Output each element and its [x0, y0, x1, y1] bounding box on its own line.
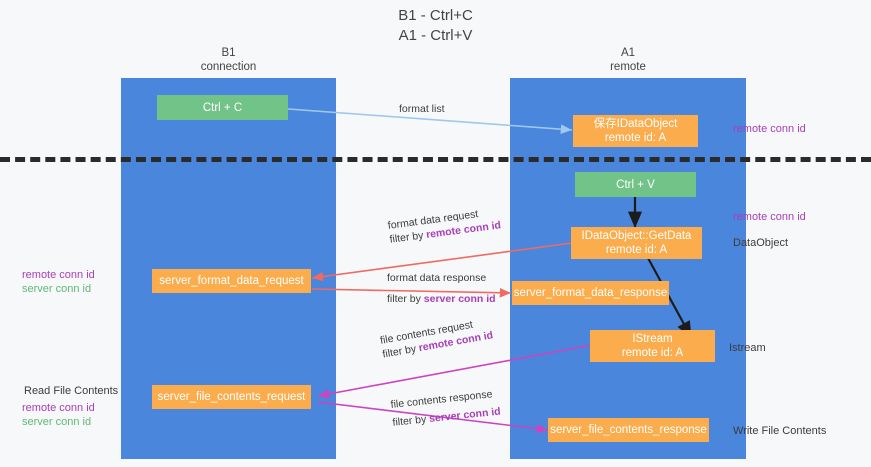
- node-server-file-contents-response-label: server_file_contents_response: [550, 424, 707, 436]
- key-server-conn-id: server conn id: [428, 405, 502, 425]
- node-idataobject-getdata-line-1: IDataObject::GetData: [581, 230, 692, 242]
- edge-label-format-list: format list: [399, 102, 445, 116]
- node-istream[interactable]: IStream remote id: A: [590, 330, 715, 362]
- page-title-line-1: B1 - Ctrl+C: [398, 7, 473, 24]
- node-server-file-contents-request[interactable]: server_file_contents_request: [152, 385, 311, 409]
- edge-label-format-data-response-line-1: format data response: [387, 272, 487, 284]
- node-istream-line-2: remote id: A: [621, 347, 684, 359]
- column-header-a1: A1 remote: [510, 46, 746, 74]
- filter-by-text: filter by: [388, 229, 427, 246]
- node-save-idataobject[interactable]: 保存IDataObject remote id: A: [573, 115, 698, 147]
- annotation-dataobject: DataObject: [733, 237, 789, 249]
- edge-label-format-list-line-1: format list: [399, 103, 445, 115]
- annotation-remote-conn-id-mid: remote conn id: [733, 211, 806, 223]
- edge-label-format-data-response: format data response filter by server co…: [387, 271, 496, 306]
- filter-by-text: filter by: [391, 413, 430, 429]
- node-server-file-contents-response[interactable]: server_file_contents_response: [548, 418, 709, 442]
- annotation-remote-conn-id-top: remote conn id: [733, 123, 806, 135]
- node-server-format-data-request-label: server_format_data_request: [159, 275, 304, 287]
- annotation-read-file-contents: Read File Contents: [24, 385, 119, 397]
- edge-label-format-data-request: format data request filter by remote con…: [387, 204, 502, 246]
- node-server-format-data-response-label: server_format_data_response: [513, 287, 668, 299]
- annotation-left-server-conn-id-1: server conn id: [22, 283, 92, 295]
- node-ctrl-c[interactable]: Ctrl + C: [157, 95, 288, 120]
- column-header-a1-sub: remote: [610, 61, 646, 73]
- node-ctrl-v[interactable]: Ctrl + V: [575, 172, 696, 197]
- edge-label-format-data-response-line-2: filter by server conn id: [387, 292, 496, 306]
- key-server-conn-id: server conn id: [423, 293, 496, 305]
- filter-by-text: filter by: [387, 293, 424, 305]
- node-server-file-contents-request-label: server_file_contents_request: [157, 391, 306, 403]
- node-save-idataobject-line-2: remote id: A: [604, 132, 667, 144]
- node-save-idataobject-line-1: 保存IDataObject: [593, 118, 678, 130]
- node-server-format-data-request[interactable]: server_format_data_request: [152, 269, 311, 293]
- annotation-left-remote-conn-id-2: remote conn id: [22, 402, 95, 414]
- annotation-left-remote-conn-id-1: remote conn id: [22, 269, 95, 281]
- node-ctrl-c-label: Ctrl + C: [202, 101, 243, 114]
- edge-label-file-contents-request: file contents request filter by remote c…: [379, 315, 494, 362]
- node-ctrl-v-label: Ctrl + V: [616, 178, 655, 191]
- column-header-b1-sub: connection: [200, 61, 257, 73]
- node-istream-line-1: IStream: [632, 333, 673, 345]
- node-server-format-data-response[interactable]: server_format_data_response: [512, 281, 669, 305]
- node-idataobject-getdata[interactable]: IDataObject::GetData remote id: A: [571, 227, 702, 259]
- annotation-write-file-contents: Write File Contents: [733, 425, 827, 437]
- edge-label-file-contents-response: file contents response filter by server …: [390, 387, 501, 430]
- annotation-left-server-conn-id-2: server conn id: [22, 416, 92, 428]
- column-header-b1-name: B1: [221, 47, 236, 59]
- page-title: B1 - Ctrl+C A1 - Ctrl+V: [0, 6, 871, 46]
- node-idataobject-getdata-line-2: remote id: A: [605, 244, 668, 256]
- column-header-b1: B1 connection: [121, 46, 336, 74]
- column-header-a1-name: A1: [620, 47, 636, 59]
- phase-divider: [0, 157, 871, 162]
- annotation-istream: Istream: [729, 342, 766, 354]
- page-title-line-2: A1 - Ctrl+V: [398, 27, 473, 44]
